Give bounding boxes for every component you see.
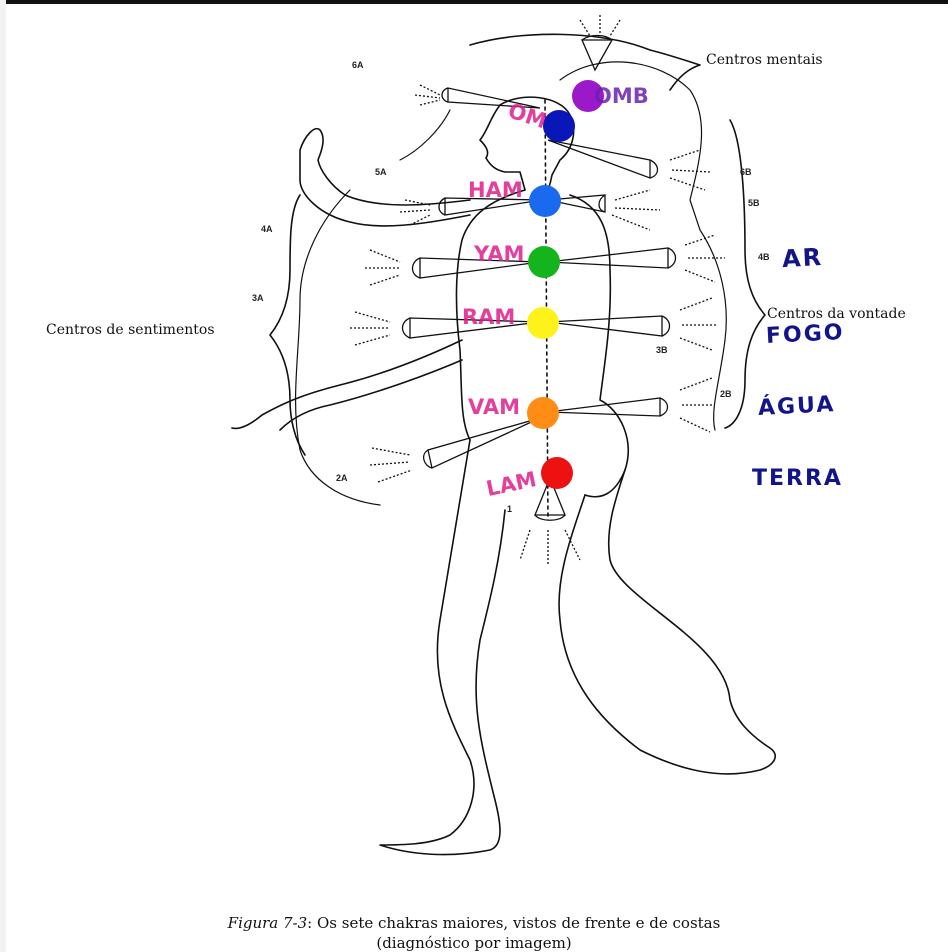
element-air: AR: [781, 243, 823, 273]
label-6A: 6A: [352, 60, 364, 70]
label-2B: 2B: [720, 389, 732, 399]
element-earth: TERRA: [752, 466, 843, 491]
chakra-dot-sacral: [527, 397, 559, 429]
cone-6B: [548, 140, 710, 190]
chakra-dot-heart: [528, 246, 560, 278]
element-fire: FOGO: [765, 320, 845, 349]
label-4A: 4A: [261, 224, 273, 234]
figure-caption-line2: (diagnóstico por imagem): [0, 934, 948, 952]
chakra-dot-solar: [527, 307, 559, 339]
aura-outline: [296, 62, 727, 505]
mantra-heart: YAM: [474, 242, 524, 266]
torso-outline: [456, 190, 628, 497]
element-water: ÁGUA: [757, 392, 836, 421]
mantra-throat: HAM: [468, 178, 523, 202]
label-3A: 3A: [252, 293, 264, 303]
chakra-dot-throat: [529, 185, 561, 217]
cone-3B: [548, 298, 718, 350]
label-3B: 3B: [656, 345, 668, 355]
chakra-dot-root: [541, 457, 573, 489]
mantra-sacral: VAM: [468, 395, 520, 419]
label-2A: 2A: [336, 473, 348, 483]
label-5B: 5B: [748, 198, 760, 208]
label-5A: 5A: [375, 167, 387, 177]
leg-back: [559, 470, 775, 774]
leg-front: [380, 440, 505, 855]
caption-text: : Os sete chakras maiores, vistos de fre…: [307, 914, 720, 932]
figure-caption: Figura 7-3: Os sete chakras maiores, vis…: [0, 914, 948, 932]
cone-4B: [548, 235, 725, 282]
label-1: 1: [507, 504, 512, 514]
mantra-crown: OMB: [594, 84, 649, 108]
figure-number: Figura 7-3: [228, 914, 308, 932]
label-mental-centers: Centros mentais: [706, 52, 823, 68]
label-feeling-centers: Centros de sentimentos: [46, 322, 215, 338]
mantra-solar: RAM: [462, 305, 515, 329]
label-4B: 4B: [758, 252, 770, 262]
cone-2B: [548, 378, 715, 432]
label-6B: 6B: [740, 167, 752, 177]
cone-5B: [548, 190, 660, 230]
arm-lower: [232, 340, 462, 430]
